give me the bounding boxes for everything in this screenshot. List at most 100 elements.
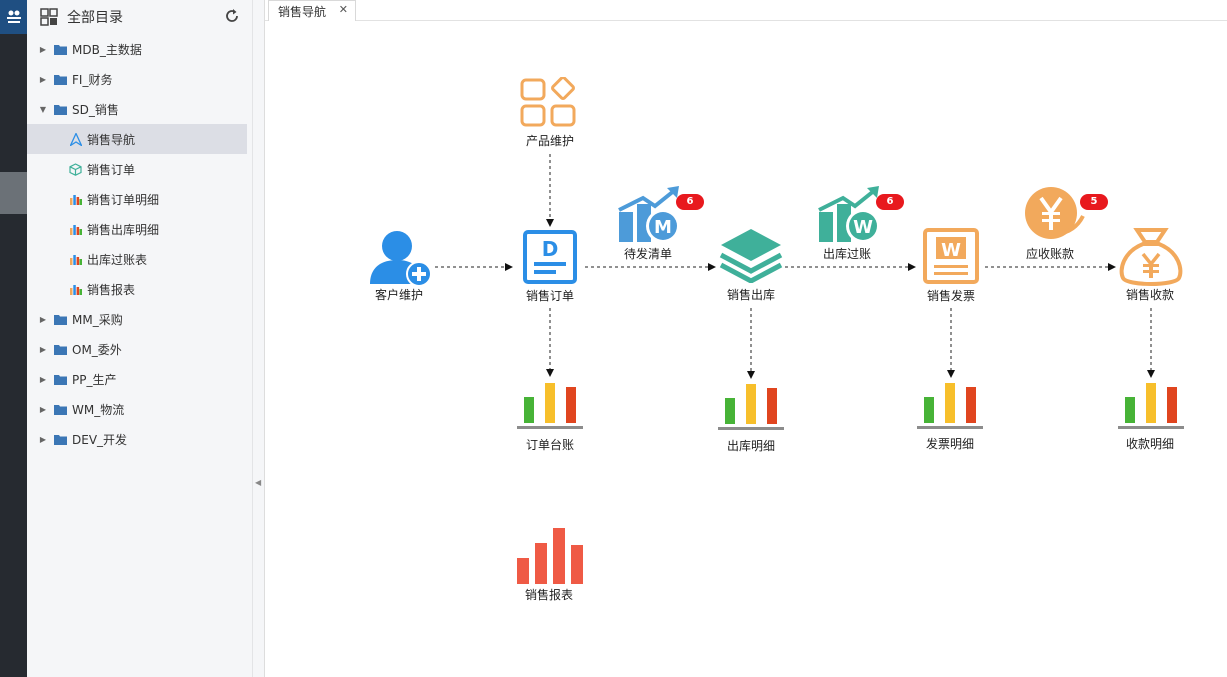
cube-icon bbox=[69, 162, 82, 176]
bar-chart-icon bbox=[69, 284, 82, 295]
customer-maintenance-label: 客户维护 bbox=[374, 288, 424, 302]
sales-order-node[interactable]: D 销售订单 bbox=[520, 229, 580, 309]
tree-item-label: 销售报表 bbox=[87, 282, 136, 297]
caret-right-icon[interactable]: ▶ bbox=[39, 344, 47, 354]
pending-count-badge: 6 bbox=[676, 194, 704, 210]
tree-item-4[interactable]: 出库过账表 bbox=[27, 244, 252, 274]
sales-receipt-node[interactable]: 销售收款 bbox=[1117, 226, 1185, 306]
caret-right-icon[interactable]: ▶ bbox=[39, 374, 47, 384]
tree-group-4[interactable]: ▶OM_委外 bbox=[27, 334, 252, 364]
flow-connectors bbox=[435, 154, 1155, 379]
receipt-detail-label: 收款明细 bbox=[1125, 437, 1175, 451]
sales-invoice-node[interactable]: W 销售发票 bbox=[921, 227, 981, 307]
tree-item-icon bbox=[69, 223, 82, 236]
bar-chart-icon bbox=[517, 383, 583, 429]
sidebar-collapse-handle[interactable]: ◀ bbox=[253, 0, 265, 677]
svg-text:W: W bbox=[853, 217, 873, 238]
customer-maintenance-node[interactable]: 客户维护 bbox=[367, 226, 437, 306]
product-grid-icon bbox=[520, 77, 576, 127]
invoice-w-icon: W bbox=[923, 228, 979, 284]
trend-m-icon: M bbox=[618, 186, 680, 243]
pending-list-node[interactable]: M 6 待发清单 bbox=[615, 184, 715, 264]
tree-item-2[interactable]: 销售订单明细 bbox=[27, 184, 252, 214]
users-menu-button[interactable] bbox=[0, 0, 27, 34]
caret-right-icon[interactable]: ▶ bbox=[39, 314, 47, 324]
tree-group-3[interactable]: ▶ MM_采购 bbox=[27, 304, 252, 334]
pending-list-label: 待发清单 bbox=[623, 247, 673, 261]
posting-count-badge: 6 bbox=[876, 194, 904, 210]
sales-report-node[interactable]: 销售报表 bbox=[517, 528, 583, 608]
tab-bar: 销售导航 ✕ bbox=[265, 0, 1227, 21]
document-d-icon: D bbox=[523, 230, 577, 284]
tab-label: 销售导航 bbox=[278, 4, 327, 19]
money-bag-icon bbox=[1119, 228, 1183, 286]
folder-icon bbox=[54, 74, 67, 85]
svg-text:M: M bbox=[654, 217, 672, 238]
folder-icon bbox=[54, 434, 67, 445]
sidebar-header: 全部目录 bbox=[27, 0, 252, 34]
sales-outbound-node[interactable]: 销售出库 bbox=[719, 227, 783, 307]
tree-group-label: MDB_主数据 bbox=[72, 42, 142, 57]
bar-chart-icon bbox=[69, 224, 82, 235]
sidebar-title: 全部目录 bbox=[67, 10, 123, 26]
tree-item-3[interactable]: 销售出库明细 bbox=[27, 214, 252, 244]
grid-icon bbox=[40, 8, 58, 26]
receivable-node[interactable]: 5 应收账款 bbox=[1017, 186, 1117, 266]
caret-right-icon[interactable]: ▶ bbox=[39, 74, 47, 84]
sales-report-label: 销售报表 bbox=[524, 588, 574, 602]
outbound-posting-label: 出库过账 bbox=[822, 247, 872, 261]
tree-group-label: FI_财务 bbox=[72, 72, 113, 87]
tab-sales-navigation[interactable]: 销售导航 ✕ bbox=[268, 0, 356, 21]
svg-text:D: D bbox=[542, 237, 559, 261]
tree-group-5[interactable]: ▶PP_生产 bbox=[27, 364, 252, 394]
order-ledger-node[interactable]: 订单台账 bbox=[517, 381, 583, 456]
tree-group-0[interactable]: ▶ MDB_主数据 bbox=[27, 34, 252, 64]
tree-item-icon bbox=[69, 253, 82, 266]
sales-invoice-label: 销售发票 bbox=[926, 289, 976, 303]
caret-right-icon[interactable]: ▶ bbox=[39, 44, 47, 54]
caret-down-icon[interactable]: ▼ bbox=[39, 104, 47, 114]
product-maintenance-node[interactable]: 产品维护 bbox=[520, 77, 580, 157]
tree-item-1[interactable]: 销售订单 bbox=[27, 154, 252, 184]
yuan-coin-icon bbox=[1025, 187, 1085, 239]
tree-item-icon bbox=[69, 193, 82, 206]
outbound-posting-node[interactable]: W 6 出库过账 bbox=[815, 184, 915, 264]
tree-group-label: DEV_开发 bbox=[72, 432, 128, 447]
tree-group-label: MM_采购 bbox=[72, 312, 123, 327]
folder-icon bbox=[54, 374, 67, 385]
order-ledger-label: 订单台账 bbox=[525, 438, 575, 452]
layers-icon bbox=[719, 229, 783, 283]
receivable-label: 应收账款 bbox=[1025, 247, 1075, 261]
report-bar-icon bbox=[517, 528, 583, 584]
receipt-detail-node[interactable]: 收款明细 bbox=[1118, 381, 1184, 456]
tree-item-label: 销售订单明细 bbox=[87, 192, 160, 207]
trend-w-icon: W bbox=[818, 186, 880, 243]
close-icon[interactable]: ✕ bbox=[338, 3, 348, 16]
invoice-detail-node[interactable]: 发票明细 bbox=[917, 381, 983, 456]
refresh-icon[interactable] bbox=[224, 8, 240, 24]
caret-right-icon[interactable]: ▶ bbox=[39, 434, 47, 444]
tree-group-2[interactable]: ▼ SD_销售 bbox=[27, 94, 252, 124]
tree-group-label: SD_销售 bbox=[72, 102, 119, 117]
tree-group-6[interactable]: ▶WM_物流 bbox=[27, 394, 252, 424]
svg-text:W: W bbox=[941, 240, 961, 261]
tree-item-icon bbox=[69, 132, 82, 146]
add-user-icon bbox=[370, 231, 432, 286]
folder-icon bbox=[54, 404, 67, 415]
sidebar: 全部目录 ▶ MDB_主数据 ▶ FI_财务 ▼ SD_销售销售导航销售订单销售订单明细销… bbox=[27, 0, 253, 677]
bar-chart-icon bbox=[718, 384, 784, 430]
tree-group-7[interactable]: ▶ DEV_开发 bbox=[27, 424, 252, 454]
tree-item-label: 出库过账表 bbox=[87, 252, 148, 267]
rail-active-marker bbox=[0, 172, 27, 214]
users-icon bbox=[6, 10, 21, 23]
sales-receipt-label: 销售收款 bbox=[1125, 288, 1175, 302]
tree-item-0[interactable]: 销售导航 bbox=[27, 124, 247, 154]
outbound-detail-node[interactable]: 出库明细 bbox=[718, 382, 784, 457]
tree-item-label: 销售出库明细 bbox=[87, 222, 160, 237]
navigation-icon bbox=[69, 132, 82, 146]
caret-right-icon[interactable]: ▶ bbox=[39, 404, 47, 414]
tree-item-label: 销售订单 bbox=[87, 162, 136, 177]
tree-group-1[interactable]: ▶ FI_财务 bbox=[27, 64, 252, 94]
tree-item-5[interactable]: 销售报表 bbox=[27, 274, 252, 304]
left-rail bbox=[0, 0, 27, 677]
